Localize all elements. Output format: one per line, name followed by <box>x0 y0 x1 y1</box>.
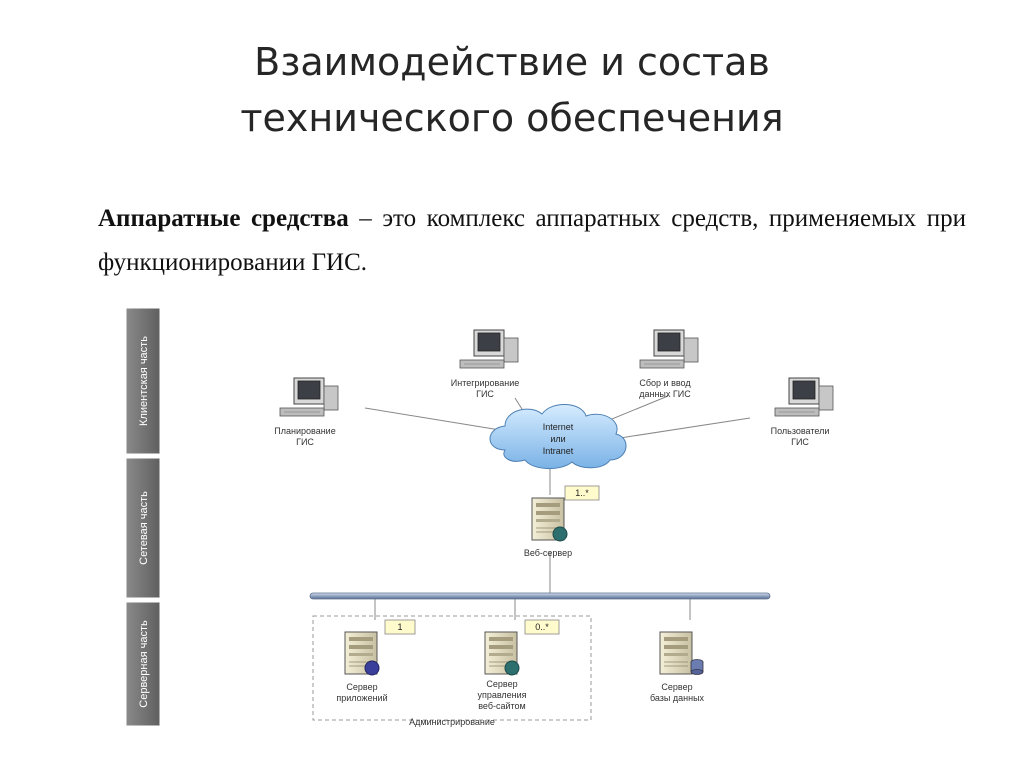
client-data-entry: Сбор и ввод данных ГИС <box>639 329 699 399</box>
server-database-label-1: Сервер <box>661 682 692 692</box>
network-bus <box>309 592 771 600</box>
server-website-management-label-3: веб-сайтом <box>478 701 525 711</box>
definition-text: – это комплекс аппаратных средств, приме… <box>98 205 966 276</box>
client-data-entry-label-1: Сбор и ввод <box>639 378 691 388</box>
client-integration-label-1: Интегрирование <box>451 378 519 388</box>
side-label-server: Серверная часть <box>138 620 150 708</box>
side-label-network: Сетевая часть <box>138 491 150 565</box>
network-cloud: Internet или Intranet <box>489 404 627 469</box>
side-label-client: Клиентская часть <box>138 336 150 426</box>
client-users-label-1: Пользователи <box>771 426 830 436</box>
server-website-management: 0..* Сервер управления веб-сайтом <box>477 619 560 711</box>
web-server-label: Веб-сервер <box>524 548 572 558</box>
server-applications: 1 Сервер приложений <box>336 619 416 703</box>
server-database-label-2: базы данных <box>650 693 705 703</box>
administration-label: Администрирование <box>409 717 495 727</box>
client-planning: Планирование ГИС <box>274 377 339 447</box>
side-band: Клиентская часть Сетевая часть Серверная… <box>125 307 161 727</box>
cloud-label-1: Internet <box>543 422 574 432</box>
client-integration-label-2: ГИС <box>476 389 494 399</box>
server-website-management-label-1: Сервер <box>486 679 517 689</box>
definition-term: Аппаратные средства <box>98 205 349 232</box>
hardware-architecture-diagram: Клиентская часть Сетевая часть Серверная… <box>125 307 834 727</box>
title-line-2: технического обеспечения <box>240 96 784 140</box>
server-website-management-note: 0..* <box>535 622 549 632</box>
client-integration: Интегрирование ГИС <box>451 329 519 399</box>
server-database: Сервер базы данных <box>650 631 705 703</box>
server-applications-label-1: Сервер <box>346 682 377 692</box>
server-applications-note: 1 <box>397 622 402 632</box>
definition-paragraph: Аппаратные средства – это комплекс аппар… <box>98 197 966 285</box>
web-server-note: 1..* <box>575 488 589 498</box>
title-line-1: Взаимодействие и состав <box>254 40 770 84</box>
web-server: 1..* Веб-сервер <box>524 485 600 558</box>
client-users: Пользователи ГИС <box>771 377 834 447</box>
server-website-management-label-2: управления <box>477 690 526 700</box>
client-users-label-2: ГИС <box>791 437 809 447</box>
client-data-entry-label-2: данных ГИС <box>639 389 691 399</box>
client-planning-label-1: Планирование <box>274 426 335 436</box>
client-planning-label-2: ГИС <box>296 437 314 447</box>
administration-boundary <box>312 615 592 721</box>
cloud-label-2: или <box>550 434 565 444</box>
server-applications-label-2: приложений <box>336 693 387 703</box>
cloud-label-3: Intranet <box>543 446 574 456</box>
slide-title: Взаимодействие и состав технического обе… <box>0 34 1024 146</box>
